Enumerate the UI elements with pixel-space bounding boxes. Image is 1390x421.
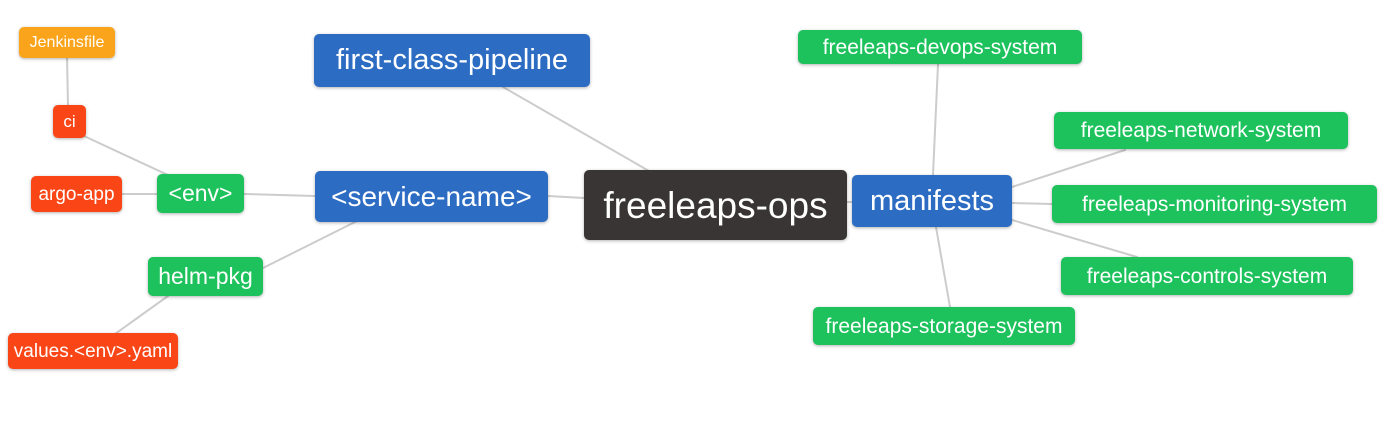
node-first-class-pipeline[interactable]: first-class-pipeline: [314, 34, 590, 87]
node-freeleaps-network-system[interactable]: freeleaps-network-system: [1054, 112, 1348, 149]
node-freeleaps-ops[interactable]: freeleaps-ops: [584, 170, 847, 240]
node-env[interactable]: <env>: [157, 174, 244, 213]
node-argo-app[interactable]: argo-app: [31, 176, 122, 212]
node-label: freeleaps-controls-system: [1086, 264, 1328, 288]
node-service-name[interactable]: <service-name>: [315, 171, 548, 222]
node-label: values.<env>.yaml: [13, 340, 173, 362]
node-label: ci: [63, 112, 76, 131]
node-label: freeleaps-network-system: [1080, 119, 1322, 142]
node-label: argo-app: [38, 183, 115, 205]
node-label: freeleaps-ops: [603, 184, 828, 226]
node-label: freeleaps-storage-system: [825, 314, 1063, 338]
node-values-env-yaml[interactable]: values.<env>.yaml: [8, 333, 178, 369]
node-jenkinsfile[interactable]: Jenkinsfile: [19, 27, 115, 58]
node-label: freeleaps-devops-system: [822, 35, 1058, 59]
node-label: helm-pkg: [158, 263, 253, 289]
node-freeleaps-monitoring-system[interactable]: freeleaps-monitoring-system: [1052, 185, 1377, 223]
node-freeleaps-storage-system[interactable]: freeleaps-storage-system: [813, 307, 1075, 345]
node-ci[interactable]: ci: [53, 105, 86, 138]
node-helm-pkg[interactable]: helm-pkg: [148, 257, 263, 296]
node-freeleaps-devops-system[interactable]: freeleaps-devops-system: [798, 30, 1082, 64]
node-freeleaps-controls-system[interactable]: freeleaps-controls-system: [1061, 257, 1353, 295]
node-label: first-class-pipeline: [335, 44, 569, 76]
node-label: <service-name>: [331, 180, 532, 212]
node-label: Jenkinsfile: [29, 33, 105, 51]
node-label: manifests: [869, 184, 995, 217]
node-manifests[interactable]: manifests: [852, 175, 1012, 227]
node-label: <env>: [168, 180, 233, 206]
node-label: freeleaps-monitoring-system: [1082, 192, 1347, 216]
